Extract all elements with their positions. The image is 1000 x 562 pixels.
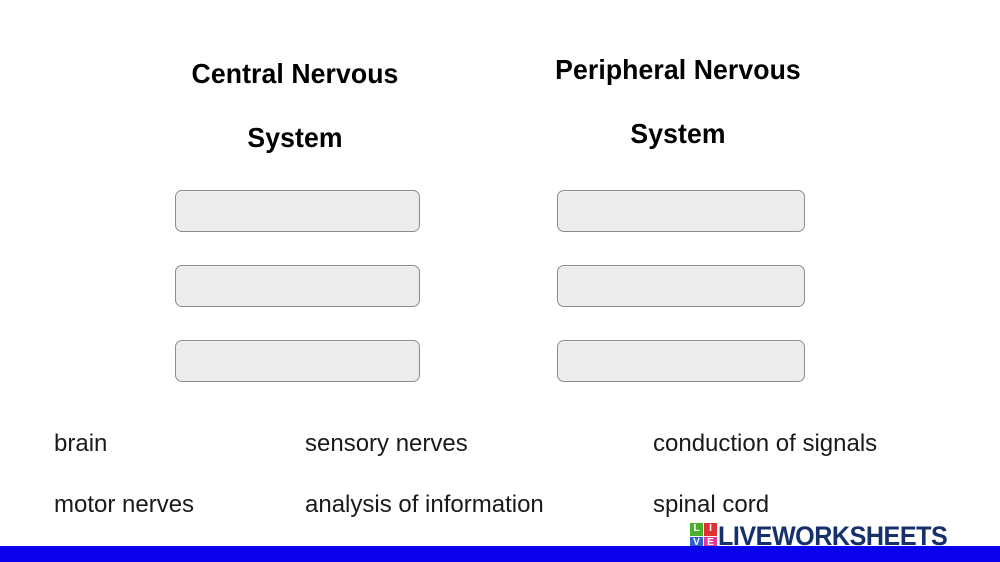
heading-central-nervous-system: Central Nervous System (191, 58, 399, 153)
answer-input-pns-3[interactable] (557, 340, 805, 382)
heading-peripheral-nervous-system: Peripheral Nervous System (555, 54, 801, 149)
answer-input-cns-3[interactable] (175, 340, 420, 382)
brand-wordmark: LIVEWORKSHEETS (718, 520, 948, 551)
word-bank-item-motor-nerves: motor nerves (54, 491, 195, 518)
answer-input-cns-2[interactable] (175, 265, 420, 307)
word-bank-item-sensory-nerves: sensory nerves (305, 430, 468, 457)
word-bank-item-analysis-of-information: analysis of information (305, 491, 544, 518)
footer-blue-bar (0, 546, 1000, 562)
word-bank-item-spinal-cord: spinal cord (653, 491, 770, 518)
word-bank-item-conduction-of-signals: conduction of signals (653, 430, 878, 457)
answer-input-pns-1[interactable] (557, 190, 805, 232)
tile-letter-l: L (690, 522, 703, 536)
tile-letter-i: I (704, 522, 717, 536)
answer-input-pns-2[interactable] (557, 265, 805, 307)
word-bank-item-brain: brain (54, 430, 108, 457)
answer-input-cns-1[interactable] (175, 190, 420, 232)
